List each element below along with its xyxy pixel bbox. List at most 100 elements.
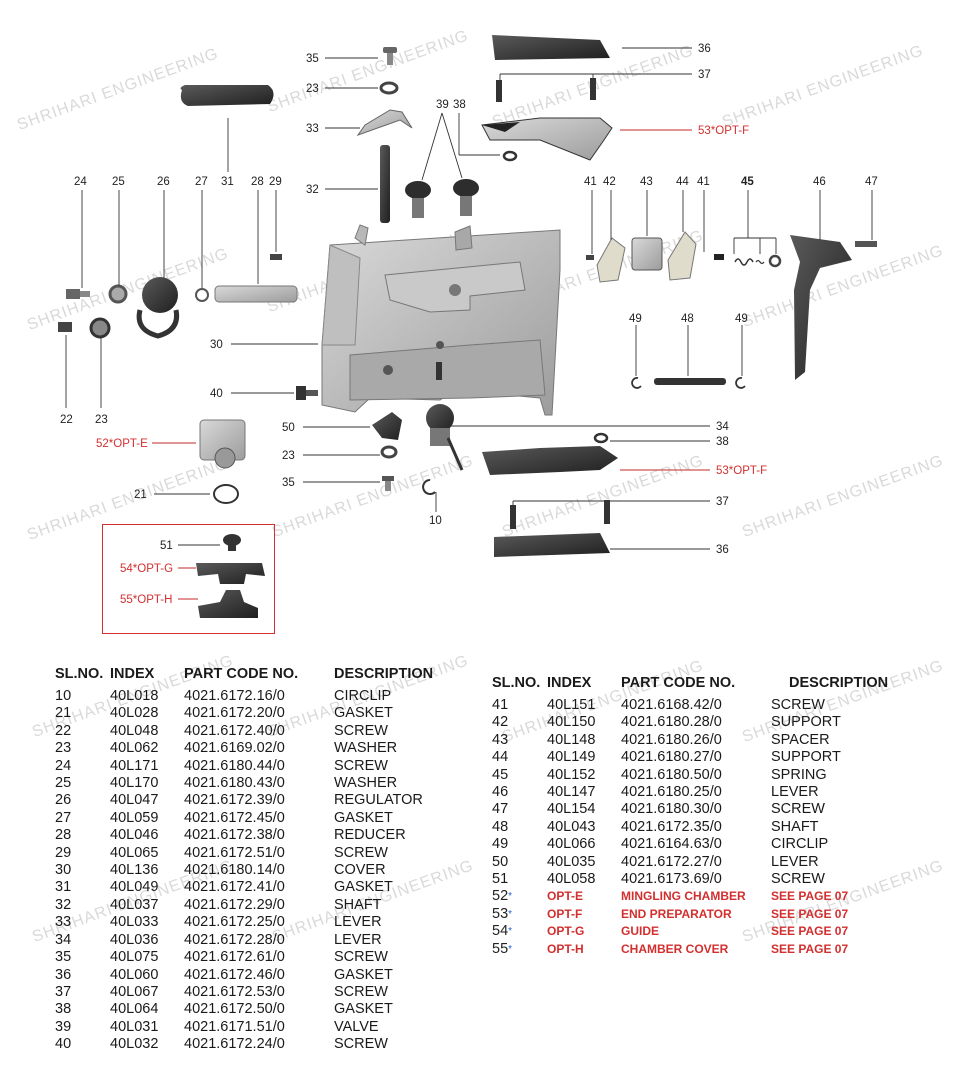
callout-47: 47 <box>865 176 878 188</box>
index-cell: 40L048 <box>110 722 159 739</box>
callout-44: 44 <box>676 176 689 188</box>
code-cell: 4021.6171.51/0 <box>184 1018 285 1035</box>
index-cell: 40L043 <box>547 818 596 835</box>
code-cell: 4021.6172.51/0 <box>184 844 285 861</box>
callout-41: 41 <box>584 176 597 188</box>
slno-number: 54 <box>492 923 509 940</box>
code-cell: 4021.6172.39/0 <box>184 792 285 809</box>
lever-part <box>790 235 852 380</box>
code-cell: 4021.6180.43/0 <box>184 775 285 792</box>
slno-cell: 30 <box>55 862 72 879</box>
desc-cell: SPACER <box>771 731 830 748</box>
slno-cell: 45 <box>492 766 509 783</box>
spacer-part <box>631 237 663 271</box>
screw-part <box>855 241 877 247</box>
callout-46: 46 <box>813 176 826 188</box>
gasket-part <box>593 432 609 444</box>
desc-cell: REDUCER <box>334 827 406 844</box>
code-cell: 4021.6173.69/0 <box>621 871 722 888</box>
leader-lines <box>65 47 873 600</box>
asterisk-marker: * <box>508 891 513 903</box>
slno-cell: 39 <box>55 1018 72 1035</box>
index-cell: 40L046 <box>110 827 159 844</box>
callout-22: 22 <box>60 414 73 426</box>
callout-35: 35 <box>282 477 295 489</box>
header-code: PART CODE NO. <box>184 666 299 682</box>
header-index: INDEX <box>110 666 155 682</box>
callout-50: 50 <box>282 422 295 434</box>
callout-23: 23 <box>282 450 295 462</box>
callout-21: 21 <box>134 489 147 501</box>
callout-34: 34 <box>716 421 729 433</box>
index-cell: OPT-G <box>547 924 585 939</box>
callout-28: 28 <box>251 176 264 188</box>
index-cell: 40L147 <box>547 784 596 801</box>
desc-cell: LEVER <box>334 931 382 948</box>
end-preparator-part <box>482 446 618 475</box>
desc-cell: SCREW <box>771 801 825 818</box>
slno-cell: 34 <box>55 931 72 948</box>
index-cell: 40L149 <box>547 749 596 766</box>
callout-33: 33 <box>306 123 319 135</box>
washer-part <box>380 445 398 459</box>
callout-23: 23 <box>306 83 319 95</box>
code-cell: 4021.6172.35/0 <box>621 818 722 835</box>
code-cell: 4021.6172.25/0 <box>184 914 285 931</box>
slno-cell: 22 <box>55 722 72 739</box>
index-cell: 40L033 <box>110 914 159 931</box>
callout-25: 25 <box>112 176 125 188</box>
gasket-part <box>213 484 239 504</box>
circlip-part <box>735 377 746 389</box>
index-cell: 40L152 <box>547 766 596 783</box>
callout-opt-e: 52*OPT-E <box>96 438 148 450</box>
callout-30: 30 <box>210 339 223 351</box>
screw-part <box>270 254 282 260</box>
callout-49: 49 <box>629 313 642 325</box>
desc-cell: SCREW <box>771 871 825 888</box>
desc-cell: GASKET <box>334 879 393 896</box>
index-cell: 40L064 <box>110 1001 159 1018</box>
circlip-part <box>631 377 642 389</box>
desc-cell: GASKET <box>334 705 393 722</box>
exploded-parts-diagram: 35 23 33 32 39 38 36 37 53*OPT-F 24 25 2… <box>58 35 878 618</box>
desc-cell: LEVER <box>771 784 819 801</box>
callout-29: 29 <box>269 176 282 188</box>
index-cell: 40L049 <box>110 879 159 896</box>
asterisk-marker: * <box>508 908 513 920</box>
slno-cell: 47 <box>492 801 509 818</box>
callout-23: 23 <box>95 414 108 426</box>
slno-cell: 46 <box>492 784 509 801</box>
code-cell: GUIDE <box>621 924 660 939</box>
circlip-part <box>422 479 436 495</box>
slno-cell: 51 <box>492 871 509 888</box>
callout-35: 35 <box>306 53 319 65</box>
gasket-part <box>492 35 610 60</box>
parts-table-left: SL.NO. INDEX PART CODE NO. DESCRIPTION 1… <box>55 666 454 1054</box>
slno-cell: 33 <box>55 914 72 931</box>
slno-cell: 40 <box>55 1036 72 1053</box>
desc-cell: REGULATOR <box>334 792 423 809</box>
code-cell: 4021.6172.46/0 <box>184 966 285 983</box>
reducer-part <box>214 285 298 303</box>
slno-cell: 49 <box>492 836 509 853</box>
slno-cell: 21 <box>55 705 72 722</box>
callout-24: 24 <box>74 176 87 188</box>
slno-cell: 54* <box>492 923 547 940</box>
header-index: INDEX <box>547 675 592 691</box>
desc-cell: SCREW <box>334 757 388 774</box>
table-header: SL.NO. INDEX PART CODE NO. DESCRIPTION <box>492 675 909 697</box>
desc-cell: CIRCLIP <box>771 836 829 853</box>
callout-48: 48 <box>681 313 694 325</box>
callout-26: 26 <box>157 176 170 188</box>
desc-cell: SCREW <box>334 983 388 1000</box>
